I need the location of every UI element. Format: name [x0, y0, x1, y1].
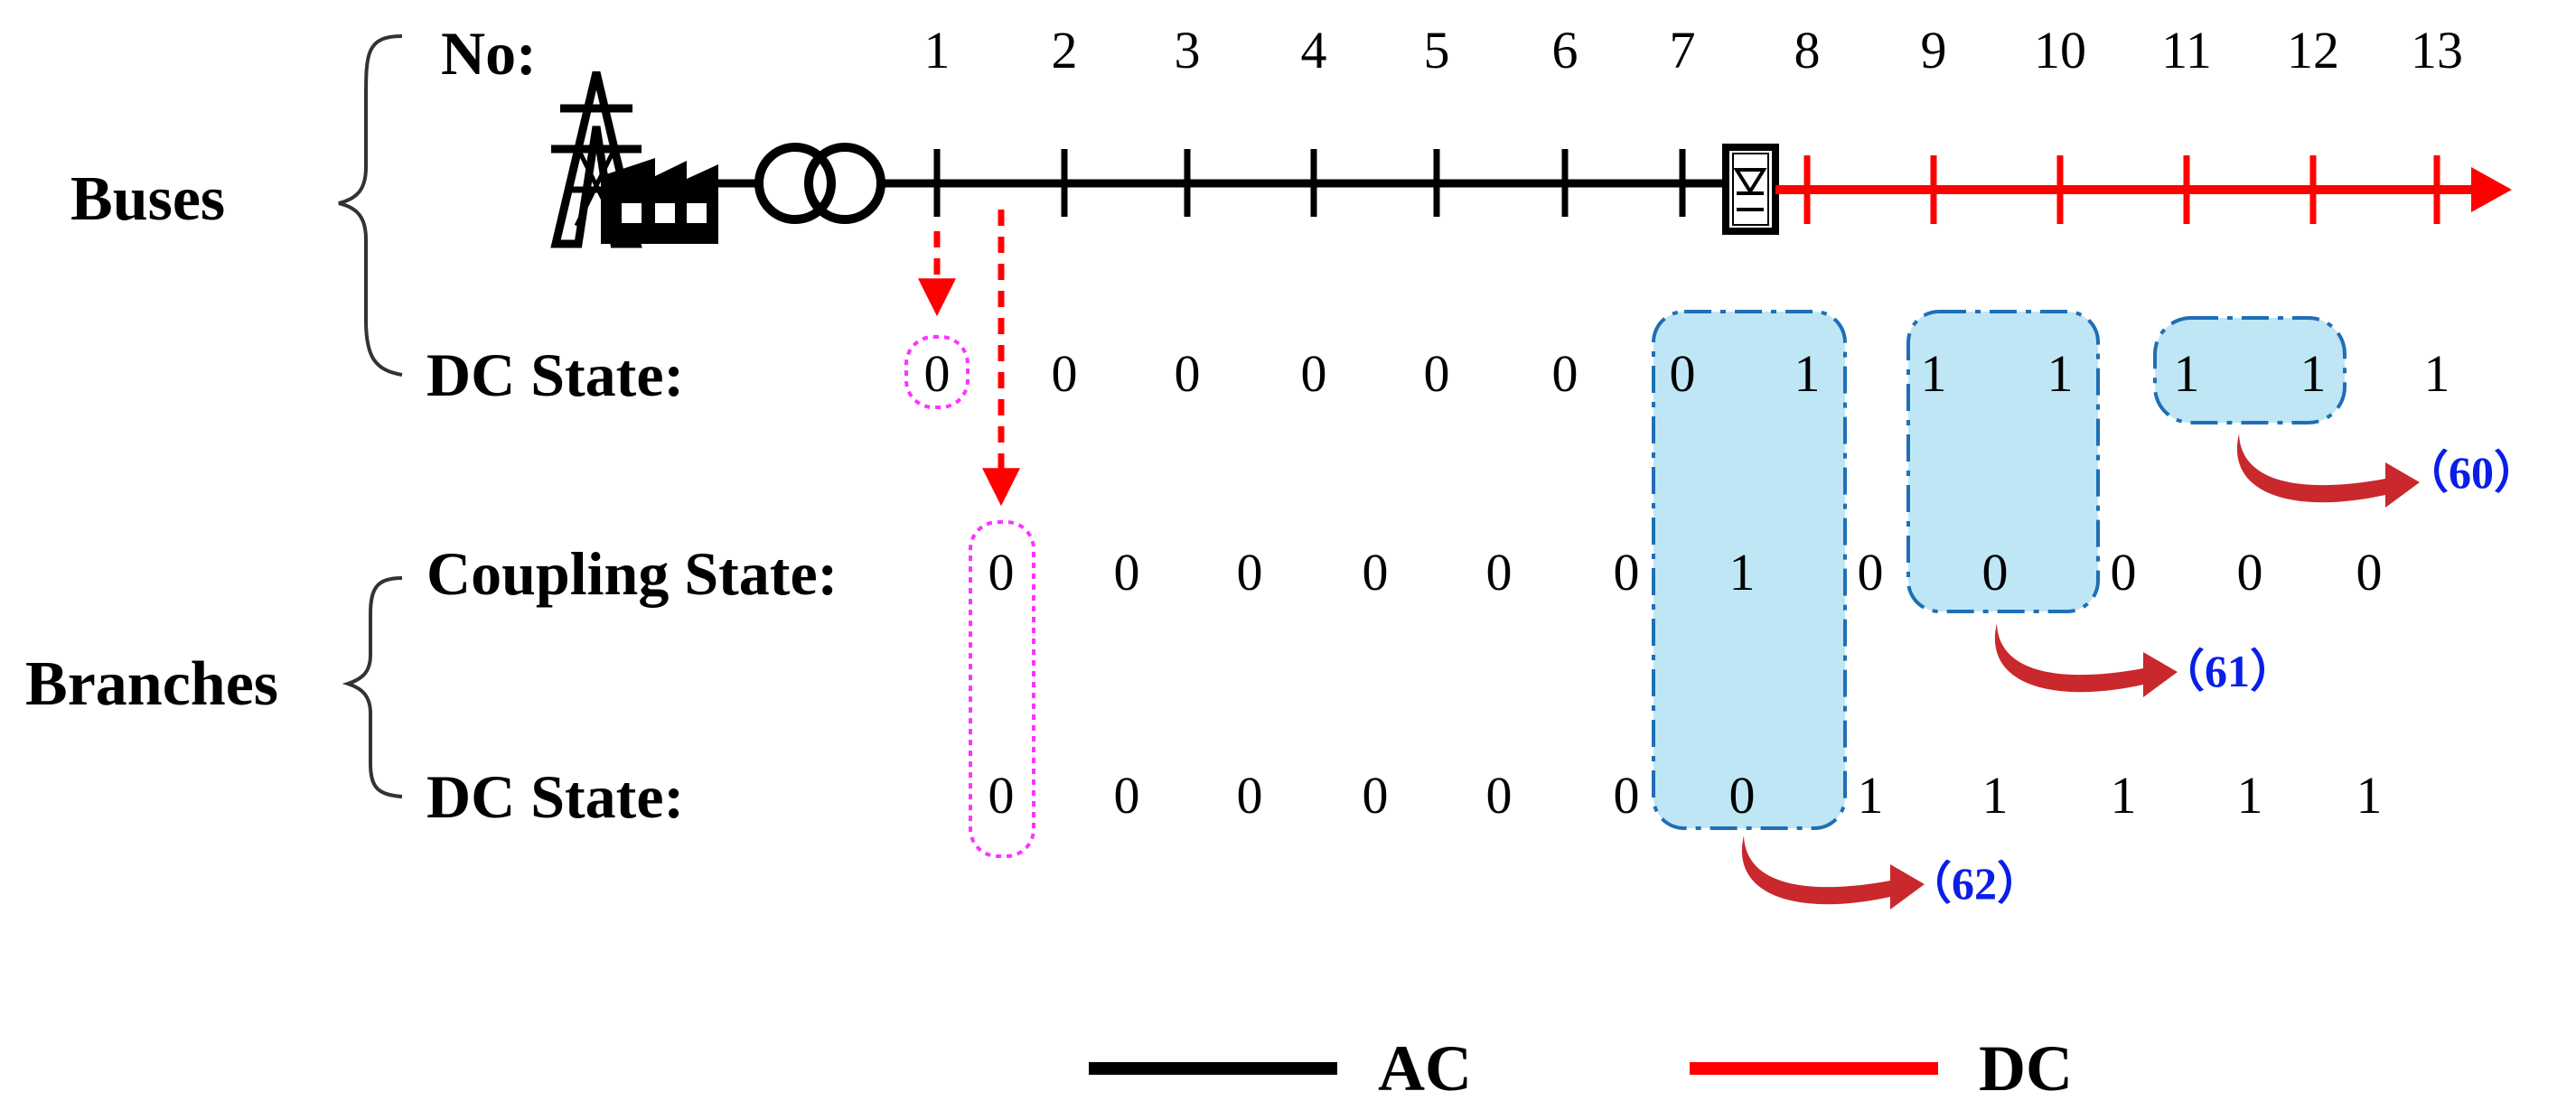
- bus-number-5: 5: [1424, 21, 1450, 79]
- coupling-state-11: 0: [2237, 543, 2263, 602]
- legend-dc-label: DC: [1979, 1032, 2073, 1105]
- coupling-state-8: 0: [1858, 543, 1884, 602]
- bus-number-6: 6: [1552, 21, 1578, 79]
- bus-number-7: 7: [1670, 21, 1696, 79]
- branch-dc-state-12: 1: [2356, 766, 2383, 825]
- bus-dc-state-8: 1: [1794, 344, 1821, 403]
- bus-number-10: 10: [2034, 21, 2086, 79]
- branches-brace: [342, 576, 403, 798]
- curved-arrow-61: [1994, 623, 2178, 697]
- bus-number-3: 3: [1175, 21, 1201, 79]
- highlight-eq62: [1652, 310, 1847, 830]
- bus-number-1: 1: [924, 21, 951, 79]
- bus-dc-state-11: 1: [2174, 344, 2200, 403]
- coupling-state-1: 0: [988, 543, 1015, 602]
- branch-dc-state-2: 0: [1114, 766, 1140, 825]
- buses-brace: [338, 34, 403, 377]
- legend-ac-label: AC: [1378, 1032, 1472, 1105]
- coupling-state-9: 0: [1982, 543, 2009, 602]
- coupling-state-10: 0: [2111, 543, 2137, 602]
- branch-dc-state-1: 0: [988, 766, 1015, 825]
- coupling-state-3: 0: [1237, 543, 1263, 602]
- equation-label-60: （60）: [2403, 447, 2539, 498]
- legend: AC DC: [1089, 1032, 2073, 1105]
- equation-label-62: （62）: [1906, 858, 2042, 909]
- highlight-eq61: [1906, 310, 2100, 613]
- bus-number-13: 13: [2411, 21, 2463, 79]
- coupling-state-12: 0: [2356, 543, 2383, 602]
- bus-number-11: 11: [2161, 21, 2212, 79]
- branch-dc-state-9: 1: [1982, 766, 2009, 825]
- no-label: No:: [441, 19, 537, 88]
- branch-dc-state-11: 1: [2237, 766, 2263, 825]
- coupling-state-values: 0 0 0 0 0 0 1 0 0 0 0 0: [988, 543, 2383, 602]
- bus-dc-state-3: 0: [1175, 344, 1201, 403]
- highlight-regions: [1652, 310, 2347, 830]
- branch1-marker: [969, 520, 1035, 858]
- bus-dc-state-7: 0: [1670, 344, 1696, 403]
- branch-dc-state-4: 0: [1363, 766, 1389, 825]
- coupling-state-6: 0: [1614, 543, 1640, 602]
- bus-number-4: 4: [1301, 21, 1327, 79]
- bus-dc-state-13: 1: [2424, 344, 2450, 403]
- bus-number-12: 12: [2287, 21, 2339, 79]
- branch-dc-state-10: 1: [2111, 766, 2137, 825]
- bus-number-2: 2: [1052, 21, 1078, 79]
- coupling-state-7: 1: [1729, 543, 1756, 602]
- bus-dc-state-10: 1: [2047, 344, 2074, 403]
- transformer-icon: [754, 143, 885, 224]
- bus-dc-state-9: 1: [1921, 344, 1947, 403]
- branch-dc-state-8: 1: [1858, 766, 1884, 825]
- bus-dc-state-6: 0: [1552, 344, 1578, 403]
- bus1-marker: [904, 335, 970, 409]
- bus-dc-state-5: 0: [1424, 344, 1450, 403]
- equation-label-61: （61）: [2159, 646, 2295, 696]
- branches-label: Branches: [25, 649, 278, 719]
- coupling-state-label: Coupling State:: [426, 539, 838, 608]
- bus-dc-state-12: 1: [2300, 344, 2327, 403]
- bus-ticks: [933, 149, 2440, 224]
- power-plant-icon: [550, 70, 757, 248]
- bus-dc-state-label: DC State:: [426, 340, 684, 409]
- coupling-state-2: 0: [1114, 543, 1140, 602]
- branch-dc-state-label: DC State:: [426, 762, 684, 831]
- bus-dc-state-values: 0 0 0 0 0 0 0 1 1 1 1 1 1: [924, 344, 2450, 403]
- curved-arrow-62: [1741, 835, 1925, 909]
- coupling-state-4: 0: [1363, 543, 1389, 602]
- branch-dc-state-6: 0: [1614, 766, 1640, 825]
- branch-dc-state-7: 0: [1729, 766, 1756, 825]
- branch-dc-state-5: 0: [1486, 766, 1513, 825]
- highlight-eq60: [2153, 316, 2347, 424]
- converter-icon: [1722, 144, 1779, 235]
- dc-line-arrowhead: [2471, 167, 2512, 212]
- branch-dc-state-3: 0: [1237, 766, 1263, 825]
- bus-dc-state-4: 0: [1301, 344, 1327, 403]
- branch-dc-state-values: 0 0 0 0 0 0 0 1 1 1 1 1: [988, 766, 2383, 825]
- curved-arrow-60: [2236, 434, 2420, 508]
- bus-number-9: 9: [1921, 21, 1947, 79]
- buses-label: Buses: [70, 164, 225, 234]
- coupling-state-5: 0: [1486, 543, 1513, 602]
- bus-number-8: 8: [1794, 21, 1821, 79]
- bus-dc-state-1: 0: [924, 344, 951, 403]
- bus-dc-state-2: 0: [1052, 344, 1078, 403]
